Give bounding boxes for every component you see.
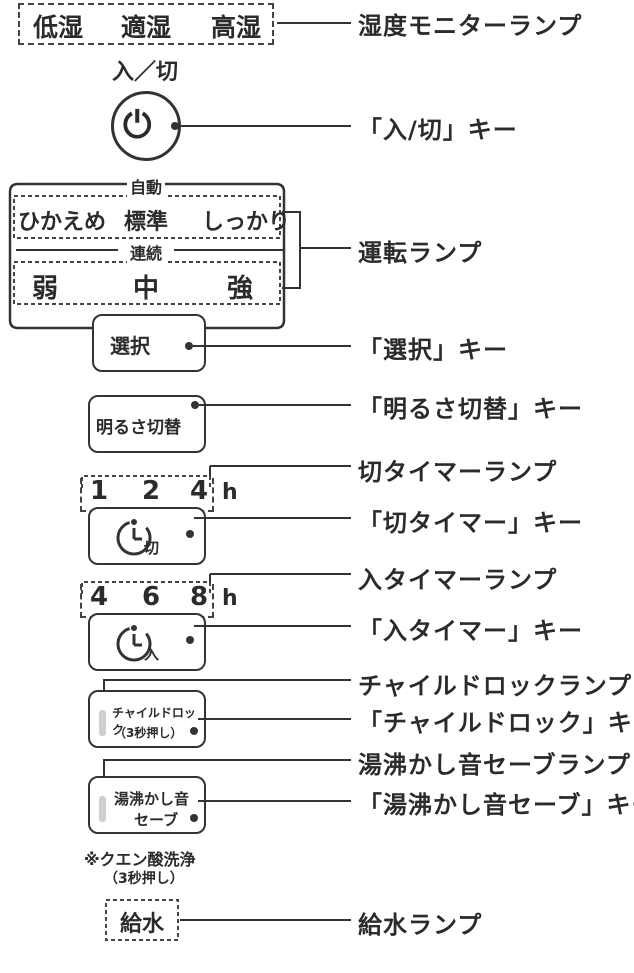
on-timer-hour-6: 6 xyxy=(142,582,161,612)
leader-line xyxy=(198,718,351,720)
humidity-monitor-lamp xyxy=(18,3,274,45)
select-button[interactable]: 選択 xyxy=(92,314,206,372)
brightness-key-dot xyxy=(191,401,199,409)
boil-quiet-button[interactable]: 湯沸かし音 セーブ xyxy=(88,776,206,834)
on-timer-hour-8: 8 xyxy=(190,582,209,612)
brightness-button-label: 明るさ切替 xyxy=(96,418,181,438)
timer-clock-icon xyxy=(116,625,152,662)
callout-off-timer-lamp: 切タイマーランプ xyxy=(358,458,558,486)
off-timer-hour-2: 2 xyxy=(142,476,161,506)
off-timer-badge: 切 xyxy=(144,539,160,557)
auto-mode-standard: 標準 xyxy=(124,210,169,235)
select-key-dot xyxy=(185,342,193,350)
auto-mode-strong: しっかり xyxy=(202,210,291,235)
callout-child-lock-key: 「チャイルドロック」キー xyxy=(358,709,634,737)
citric-acid-hold-note: （3秒押し） xyxy=(104,871,184,887)
callout-on-timer-lamp: 入タイマーランプ xyxy=(358,566,558,594)
boil-quiet-label-2: セーブ xyxy=(134,811,179,829)
callout-power-key: 「入/切」キー xyxy=(358,116,518,144)
child-lock-hold-note: （3秒押し） xyxy=(114,726,183,740)
callout-select-key: 「選択」キー xyxy=(358,336,508,364)
boil-quiet-lamp xyxy=(99,796,106,822)
callout-boil-quiet-lamp: 湯沸かし音セーブランプ xyxy=(358,751,631,779)
humidity-low-label: 低湿 xyxy=(33,13,84,42)
citric-acid-note: ※クエン酸洗浄 xyxy=(84,850,196,869)
on-timer-key-dot xyxy=(186,636,194,644)
child-lock-lamp xyxy=(99,710,106,736)
leader-line xyxy=(194,517,351,519)
child-lock-label: チャイルドロック xyxy=(112,706,196,737)
boil-quiet-label: 湯沸かし音 xyxy=(114,790,190,808)
leader-line xyxy=(198,800,351,802)
on-timer-unit: h xyxy=(222,586,238,611)
auto-mode-gentle: ひかえめ xyxy=(18,210,107,235)
off-timer-unit: h xyxy=(222,480,238,505)
leader-line xyxy=(193,345,351,347)
callout-humidity-monitor-lamp: 湿度モニターランプ xyxy=(358,12,583,40)
callout-operation-lamp: 運転ランプ xyxy=(358,239,483,267)
callout-off-timer-key: 「切タイマー」キー xyxy=(358,509,583,537)
power-label: 入／切 xyxy=(112,60,179,85)
callout-brightness-key: 「明るさ切替」キー xyxy=(358,395,583,423)
callout-on-timer-key: 「入タイマー」キー xyxy=(358,617,583,645)
boil-quiet-key-dot xyxy=(190,814,198,822)
continuous-header: 連続 xyxy=(127,240,166,264)
callout-boil-quiet-key: 「湯沸かし音セーブ」キー xyxy=(358,791,634,819)
continuous-mode-strong: 強 xyxy=(227,274,254,304)
select-button-label: 選択 xyxy=(110,334,150,358)
auto-header: 自動 xyxy=(127,174,166,198)
leader-line xyxy=(199,404,351,406)
callout-child-lock-lamp: チャイルドロックランプ xyxy=(358,672,633,700)
leader-line xyxy=(277,22,351,24)
child-lock-button[interactable]: チャイルドロック （3秒押し） xyxy=(88,690,206,748)
water-lamp-label: 給水 xyxy=(120,912,165,937)
continuous-mode-medium: 中 xyxy=(133,274,160,304)
off-timer-hour-4: 4 xyxy=(190,476,209,506)
humidity-high-label: 高湿 xyxy=(211,13,262,42)
child-lock-key-dot xyxy=(190,727,198,735)
timer-clock-icon xyxy=(116,519,152,556)
on-timer-button[interactable]: 入 xyxy=(88,613,206,671)
off-timer-key-dot xyxy=(186,530,194,538)
power-key-dot xyxy=(171,122,179,130)
brightness-button[interactable]: 明るさ切替 xyxy=(88,395,206,453)
leader-line xyxy=(194,625,351,627)
power-icon: ⏻ xyxy=(123,105,152,146)
humidity-proper-label: 適湿 xyxy=(121,13,172,42)
callout-water-lamp: 給水ランプ xyxy=(358,911,483,939)
on-timer-badge: 入 xyxy=(144,645,160,663)
off-timer-hour-1: 1 xyxy=(90,476,109,506)
on-timer-hour-4: 4 xyxy=(90,582,109,612)
continuous-mode-weak: 弱 xyxy=(32,274,59,304)
leader-line xyxy=(179,125,351,127)
